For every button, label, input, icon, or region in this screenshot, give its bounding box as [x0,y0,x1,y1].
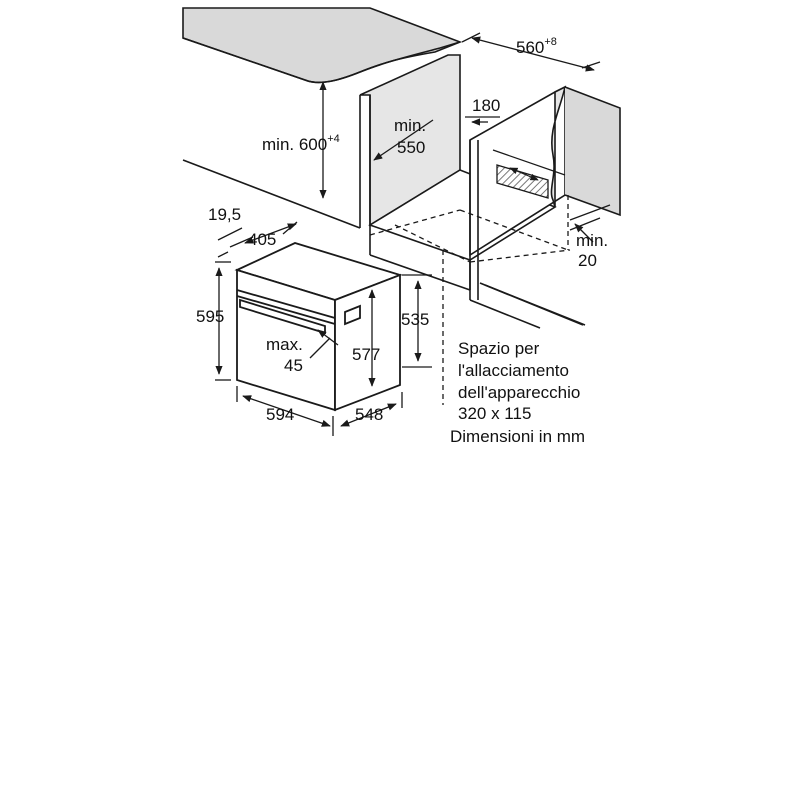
front-depth-label: 405 [248,230,276,249]
connection-note-line4: 320 x 115 [458,404,531,423]
oven-width-label: 594 [266,405,294,424]
niche-width-label: 560+8 [516,36,557,57]
oven [234,242,403,412]
niche-height-label: min. 600+4 [262,133,340,154]
oven-dimension-lines [215,221,432,436]
oven-depth-label: 548 [355,405,383,424]
body-height-inner-label: 577 [352,345,380,364]
niche-hidden-lines [369,195,571,405]
connection-note-line3: dell'apparecchio [458,383,580,402]
niche-depth-label-line1: min. [394,116,426,135]
niche-dimension-lines [319,32,611,243]
dimension-labels: 560+8 min. 600+4 min. 550 180 min. 20 19… [196,36,608,424]
side-panel-right [550,85,567,208]
panel-thickness-label: 19,5 [208,205,241,224]
body-height-outer-label: 535 [401,310,429,329]
gap-label-line2: 20 [578,251,597,270]
connection-note-line1: Spazio per [458,339,540,358]
connection-note: Spazio per l'allacciamento dell'apparecc… [450,339,585,446]
niche-depth-label-line2: 550 [397,138,425,157]
connection-offset-label: 180 [472,96,500,115]
side-panel-cut [564,86,621,217]
gap-label-line1: min. [576,231,608,250]
handle-label-line1: max. [266,335,303,354]
units-note: Dimensioni in mm [450,427,585,446]
oven-height-label: 595 [196,307,224,326]
counter-top-edge [182,37,461,84]
connection-note-line2: l'allacciamento [458,361,569,380]
counter-top [182,7,463,84]
connection-space [492,149,566,199]
handle-label-line2: 45 [284,356,303,375]
